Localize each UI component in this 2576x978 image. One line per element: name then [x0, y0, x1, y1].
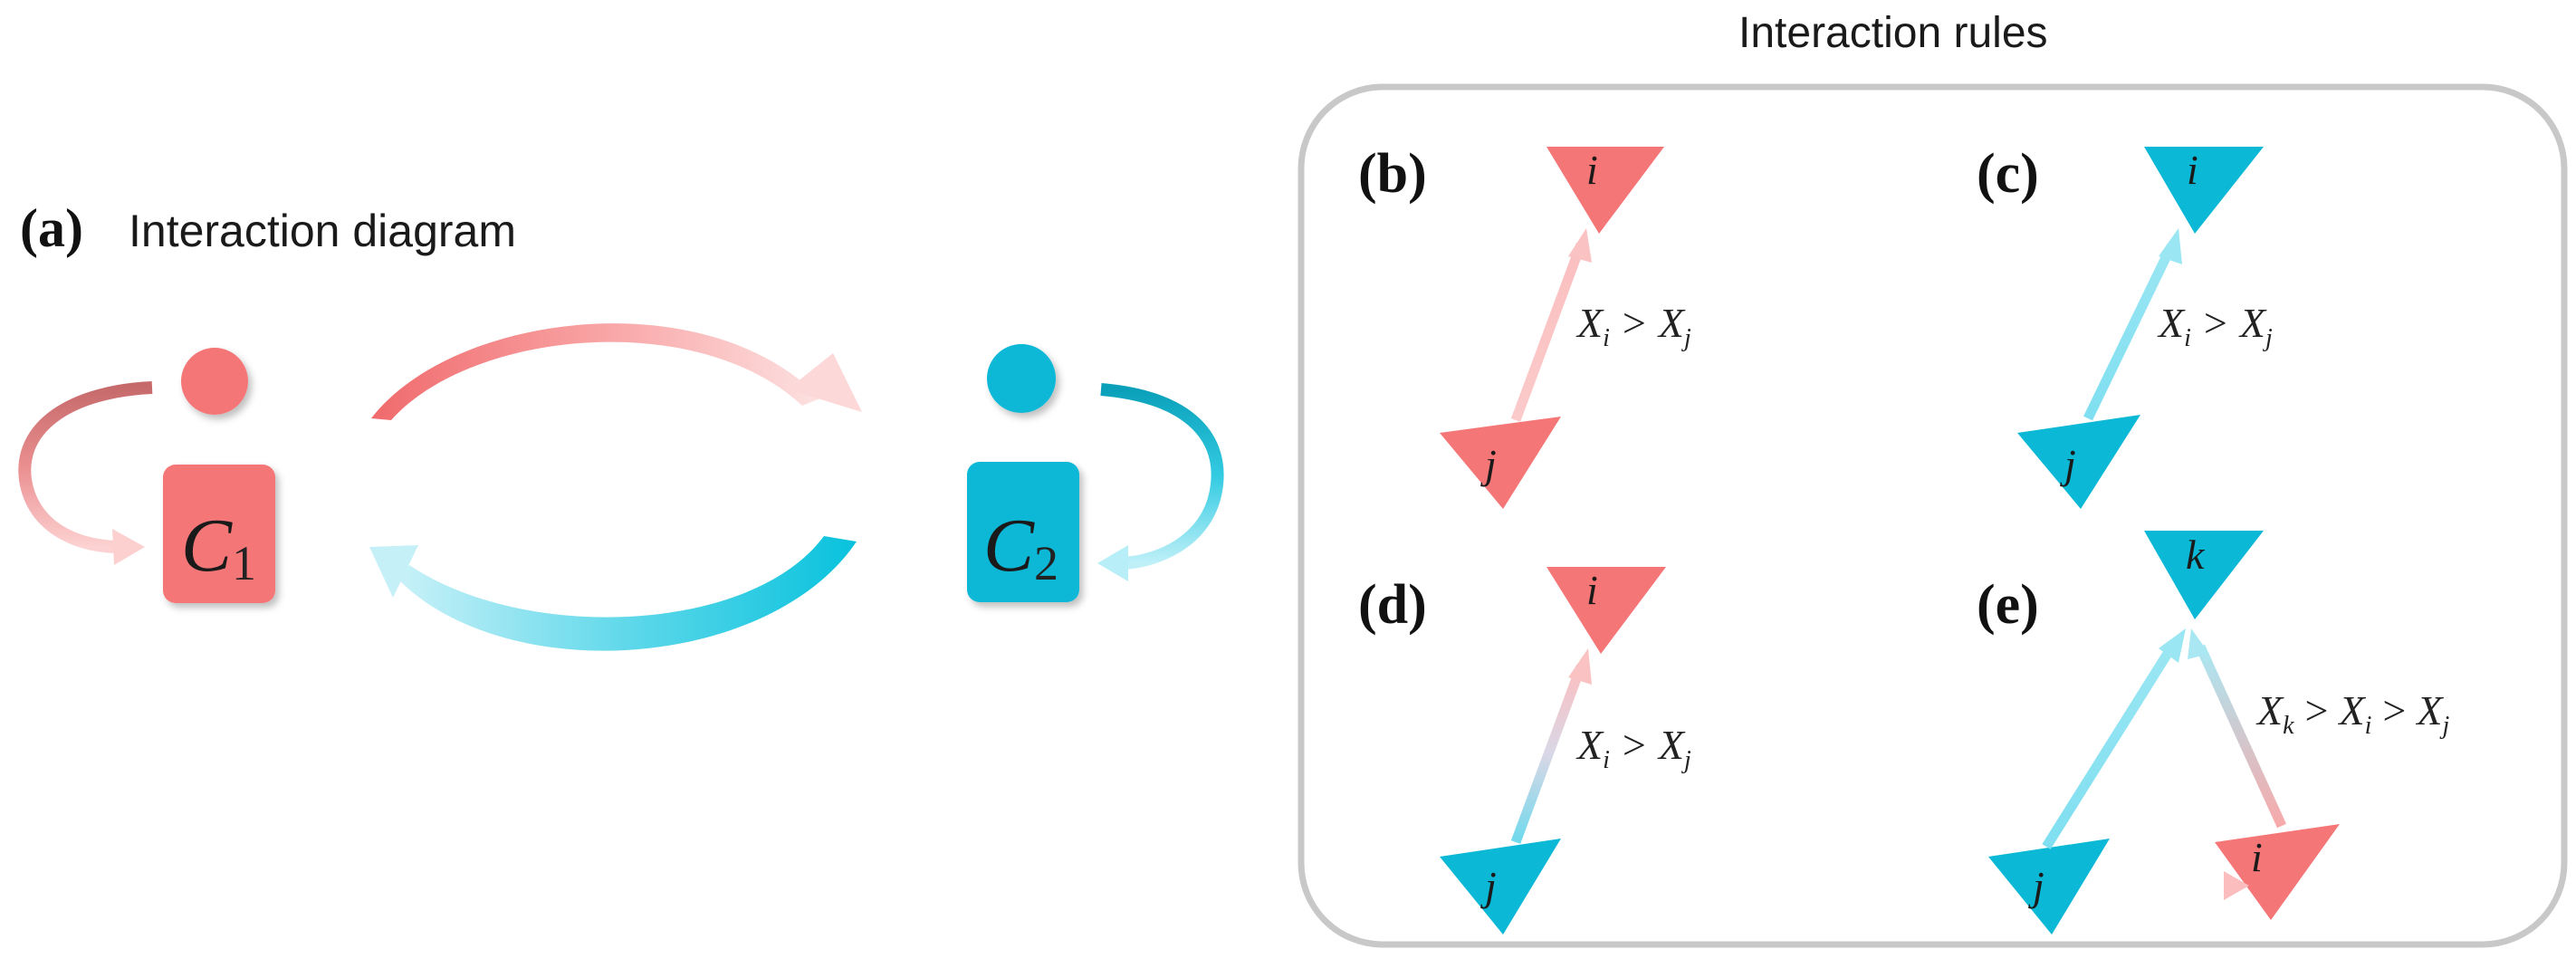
- rule-c-node-i: [2144, 147, 2264, 234]
- community-2-label: C2: [983, 503, 1058, 590]
- rule-c-node-i-label: i: [2187, 147, 2198, 193]
- rule-e-node-j: [1988, 839, 2110, 935]
- community-2-icon: [967, 344, 1079, 602]
- rule-c-letter: (c): [1977, 143, 2039, 205]
- rules-title: Interaction rules: [1738, 9, 2048, 57]
- rule-e-node-k-label: k: [2186, 532, 2206, 578]
- rule-e-node-k: [2144, 531, 2264, 619]
- rule-d-node-j: [1440, 839, 1561, 935]
- rule-e-condition: Xk>Xi>Xj: [2255, 687, 2449, 740]
- arc-c2-to-c1: [369, 536, 857, 651]
- rule-e-node-i-label: i: [2251, 834, 2263, 880]
- rule-e-node-j-label: j: [2028, 863, 2045, 909]
- community-2-head: [987, 344, 1056, 413]
- rules-frame: [1298, 83, 2568, 948]
- rule-e-edge-i-to-k: [2195, 644, 2287, 829]
- rule-c: (c) i j Xi>Xj: [1977, 143, 2273, 509]
- rule-e-letter: (e): [1977, 574, 2039, 636]
- community-1-head: [181, 348, 248, 415]
- rule-b-node-j-label: j: [1480, 441, 1497, 487]
- panel-a-letter: (a): [20, 198, 83, 258]
- rule-b-node-i-label: i: [1586, 147, 1598, 193]
- self-loop-c2-arrow: [1097, 383, 1224, 581]
- rule-d-node-i: [1547, 567, 1666, 654]
- rule-c-node-j: [2017, 415, 2140, 509]
- rule-d-edge-j-to-i: [1510, 665, 1586, 844]
- rule-e-node-i: [2215, 824, 2340, 920]
- rule-d-condition: Xi>Xj: [1575, 722, 1691, 774]
- rule-d-node-i-label: i: [1586, 567, 1598, 613]
- rule-b: (b) i j Xi>Xj: [1358, 143, 1691, 509]
- rule-d: (d) i j Xi>Xj: [1358, 567, 1691, 935]
- community-1-label: C1: [181, 503, 256, 590]
- community-1-body: [163, 465, 275, 603]
- rule-b-condition: Xi>Xj: [1575, 300, 1691, 352]
- rule-b-node-j: [1440, 417, 1561, 509]
- panel-a-title: Interaction diagram: [129, 206, 516, 256]
- rule-c-node-j-label: j: [2060, 441, 2076, 487]
- rule-d-letter: (d): [1358, 574, 1427, 636]
- self-loop-c1-arrow: [18, 381, 153, 565]
- rule-d-node-j-label: j: [1480, 863, 1497, 909]
- community-2-body: [967, 462, 1079, 602]
- arc-c1-to-c2: [371, 323, 862, 420]
- community-1-icon: [163, 348, 275, 603]
- rule-e-edge-j-to-k: [2042, 642, 2178, 849]
- rule-b-node-i: [1547, 147, 1664, 234]
- panel-a: (a) Interaction diagram C1 C2: [18, 198, 1224, 651]
- rules-panel: Interaction rules (b) i j Xi>Xj (c) i j …: [1298, 9, 2568, 948]
- rule-b-letter: (b): [1358, 143, 1427, 205]
- rule-e: (e) k j i Xk>Xi>Xj: [1977, 531, 2449, 935]
- rule-b-edge-j-to-i: [1510, 243, 1586, 422]
- rule-c-condition: Xi>Xj: [2157, 300, 2273, 352]
- rule-c-edge-j-to-i: [2083, 244, 2176, 421]
